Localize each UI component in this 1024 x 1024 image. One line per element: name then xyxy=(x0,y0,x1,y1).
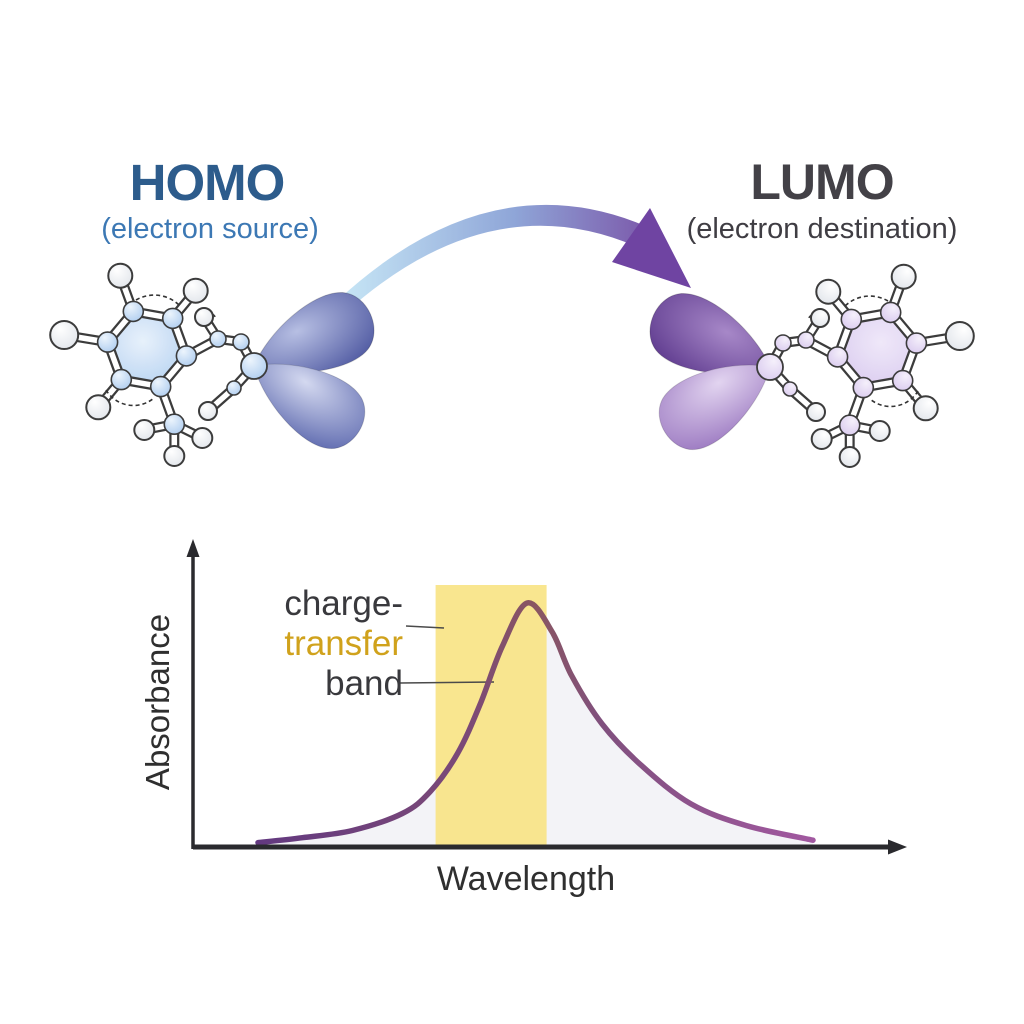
charge-transfer-arrow xyxy=(338,204,691,312)
charge-transfer-band-highlight xyxy=(435,585,547,849)
absorbance-chart xyxy=(186,539,907,855)
lumo-molecule xyxy=(649,263,975,468)
lumo-subtitle: (electron destination) xyxy=(686,213,958,245)
arrow-arc xyxy=(338,204,650,312)
annotation-line-transfer: transfer xyxy=(284,624,403,663)
charge-transfer-band-annotation: charge- transfer band xyxy=(153,584,403,704)
annotation-leader-line-1 xyxy=(405,625,445,629)
arrowhead-icon xyxy=(612,208,691,288)
x-axis-arrow-icon xyxy=(888,839,907,855)
absorption-curve xyxy=(255,600,816,846)
homo-title: HOMO xyxy=(129,154,286,211)
y-axis-arrow-icon xyxy=(186,539,200,557)
homo-subtitle: (electron source) xyxy=(101,213,319,245)
annotation-line-band: band xyxy=(325,664,403,703)
lumo-title: LUMO xyxy=(750,154,894,210)
annotation-line-charge: charge- xyxy=(284,584,403,623)
x-axis-label: Wavelength xyxy=(436,860,616,898)
annotation-leader-line-2 xyxy=(399,681,495,684)
homo-molecule xyxy=(49,262,375,467)
